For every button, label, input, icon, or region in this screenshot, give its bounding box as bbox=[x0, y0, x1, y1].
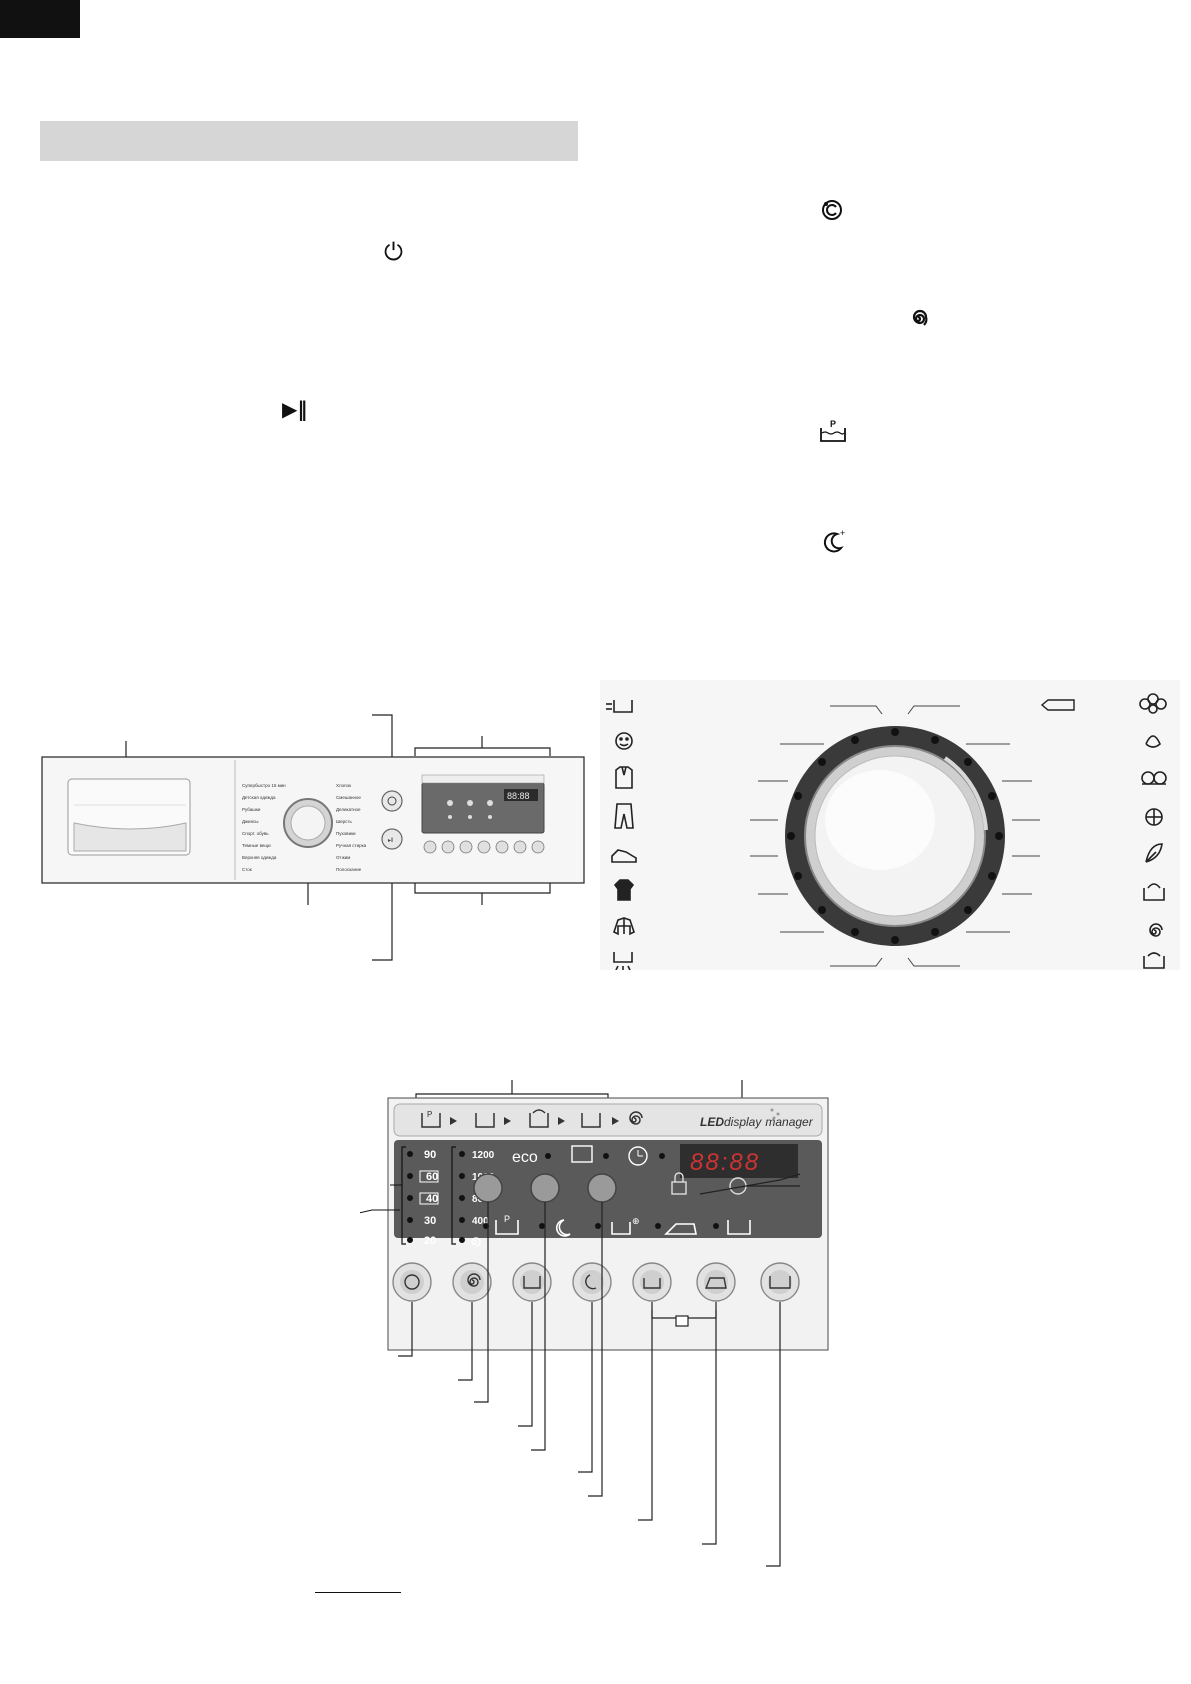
program-right-3: Шерсть bbox=[336, 819, 352, 824]
synthetics-icon bbox=[1145, 735, 1161, 748]
temperature-knob[interactable] bbox=[473, 1173, 503, 1203]
wash-indicator-icon bbox=[727, 1220, 751, 1235]
svg-text:+: + bbox=[840, 528, 845, 538]
start-pause-button[interactable] bbox=[381, 828, 403, 850]
spin-knob[interactable] bbox=[530, 1173, 560, 1203]
svg-text:P: P bbox=[830, 419, 836, 429]
stage-rinse-icon bbox=[529, 1109, 549, 1128]
dark-clothes-icon bbox=[613, 879, 635, 901]
wool-icon bbox=[1145, 808, 1163, 826]
program-right-0: Хлопок bbox=[336, 783, 351, 788]
program-dial-legend bbox=[600, 680, 1180, 970]
extra-rinse-indicator-icon: ⊕ bbox=[611, 1216, 640, 1235]
power-icon: ⏻ bbox=[384, 238, 403, 266]
program-right-6: Отжим bbox=[336, 855, 350, 860]
program-left-5: Темные вещи bbox=[242, 843, 271, 848]
shirts-icon bbox=[615, 766, 633, 789]
jeans-icon bbox=[614, 803, 634, 829]
section-heading-band bbox=[40, 121, 578, 161]
program-right-7: Полоскание bbox=[336, 867, 362, 872]
prewash-icon: P bbox=[820, 419, 846, 442]
program-right-4: Пуховики bbox=[336, 831, 356, 836]
svg-text:P: P bbox=[504, 1214, 510, 1224]
sport-shoes-icon bbox=[611, 849, 637, 863]
spin-icon bbox=[1149, 923, 1163, 937]
program-left-3: Джинсы bbox=[242, 819, 259, 824]
speed-icon bbox=[822, 200, 842, 220]
cotton-icon bbox=[1139, 693, 1167, 714]
program-left-1: Детская одежда bbox=[242, 795, 276, 800]
spin-1200: 1200 bbox=[472, 1150, 495, 1161]
temp-30: 30 bbox=[424, 1215, 436, 1227]
temp-20: 20 bbox=[424, 1235, 436, 1247]
program-right-2: Деликатное bbox=[336, 807, 361, 812]
rinse-icon bbox=[1143, 952, 1165, 969]
delicates-icon bbox=[1145, 843, 1163, 863]
power-button[interactable] bbox=[381, 790, 403, 812]
program-left-4: Спорт. обувь bbox=[242, 831, 269, 836]
start-pause-icon: ▶‖ bbox=[282, 397, 308, 421]
corner-tab bbox=[0, 0, 80, 38]
baby-clothes-icon bbox=[615, 732, 633, 750]
footnote-rule bbox=[315, 1592, 401, 1593]
svg-text:P: P bbox=[427, 1110, 432, 1119]
spin-icon bbox=[912, 309, 928, 326]
prewash-indicator-icon: P bbox=[495, 1214, 519, 1235]
no-spin-icon bbox=[471, 1237, 481, 1247]
temp-90: 90 bbox=[424, 1149, 436, 1161]
mini-display: 88:88 bbox=[507, 791, 530, 801]
timer-knob[interactable] bbox=[587, 1173, 617, 1203]
outerwear-icon bbox=[613, 917, 635, 936]
program-left-6: Верхняя одежда bbox=[242, 855, 277, 860]
eco-label: eco bbox=[512, 1149, 538, 1166]
hand-wash-icon bbox=[1143, 883, 1165, 901]
mixed-icon bbox=[1141, 771, 1167, 785]
stage-basin-icon bbox=[581, 1113, 601, 1128]
timer-icon bbox=[628, 1146, 648, 1166]
stain-icon bbox=[571, 1145, 593, 1163]
stage-spin-icon bbox=[629, 1111, 643, 1125]
machine-front-diagram: Супербыстро 15 мин Детская одежда Рубашк… bbox=[41, 714, 585, 961]
program-right-5: Ручная стирка bbox=[336, 843, 367, 848]
quick-wash-icon bbox=[606, 700, 633, 713]
program-right-1: Смешанное bbox=[336, 795, 361, 800]
lock-icon bbox=[671, 1172, 687, 1195]
night-indicator-icon bbox=[555, 1219, 571, 1237]
program-left-0: Супербыстро 15 мин bbox=[242, 783, 286, 788]
spin-400: 400 bbox=[472, 1216, 489, 1227]
program-left-2: Рубашки bbox=[242, 807, 261, 812]
drain-icon bbox=[613, 952, 633, 970]
iron-indicator-icon bbox=[664, 1223, 697, 1235]
temp-40: 40 bbox=[426, 1193, 438, 1205]
night-icon: + bbox=[823, 528, 845, 553]
stage-wash-icon bbox=[475, 1113, 495, 1128]
stage-prewash-icon: P bbox=[421, 1110, 441, 1128]
program-left-7: Сток bbox=[242, 867, 252, 872]
svg-text:▸‖: ▸‖ bbox=[388, 838, 394, 844]
tag-icon bbox=[1040, 699, 1075, 711]
svg-text:⊕: ⊕ bbox=[632, 1216, 640, 1226]
led-display: 88:88 bbox=[690, 1149, 760, 1176]
temp-60: 60 bbox=[426, 1171, 438, 1183]
